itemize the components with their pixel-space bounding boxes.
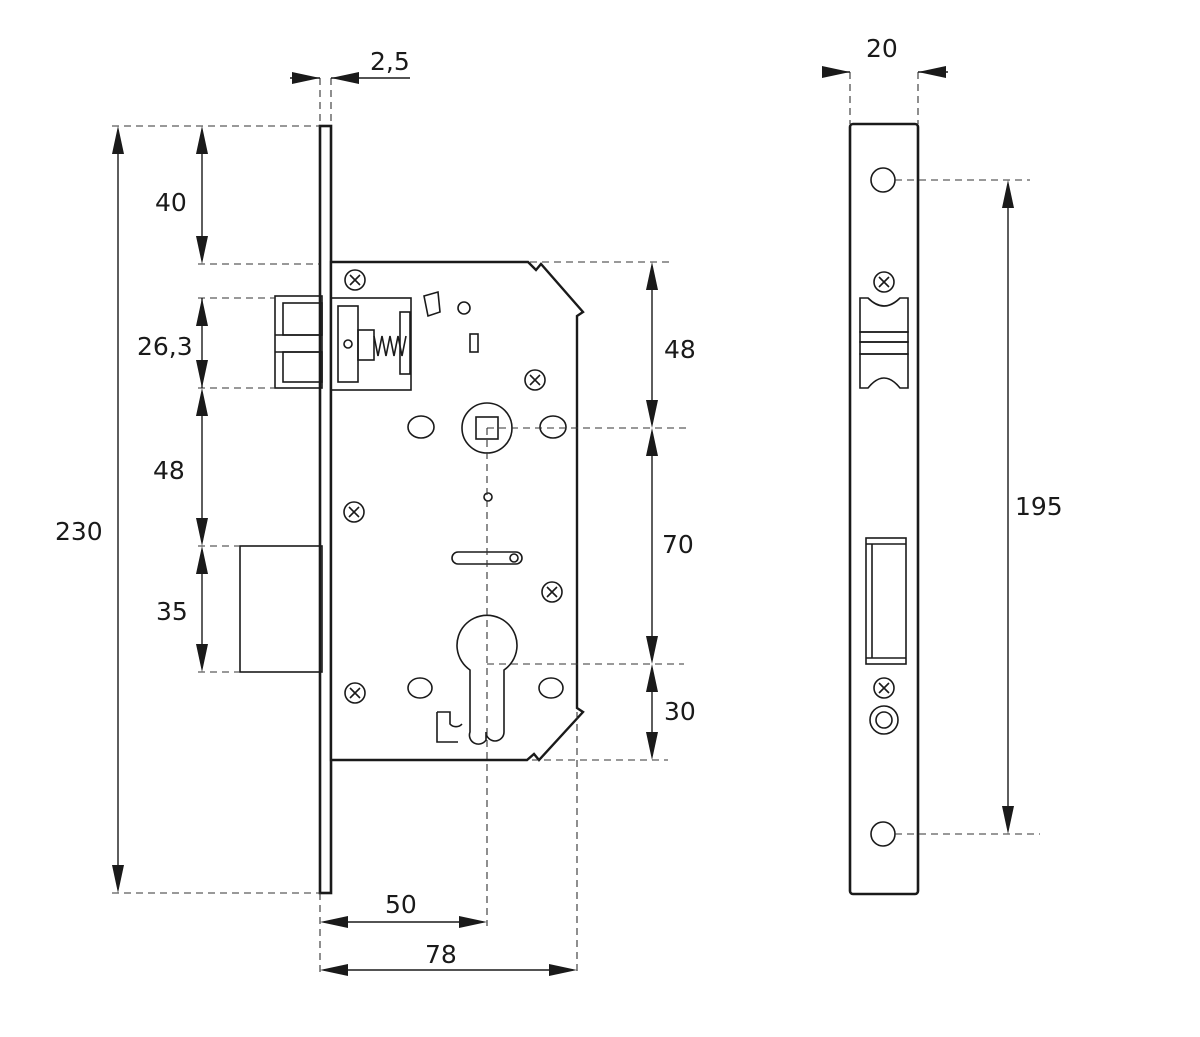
dim-case-top-to-follower: 48 — [664, 335, 696, 364]
dim-faceplate-width: 20 — [866, 34, 898, 63]
latch-bolt — [274, 295, 412, 391]
case-screw-top-left — [344, 269, 366, 291]
faceplate — [318, 124, 333, 895]
faceplate-side-view — [848, 122, 920, 896]
dim-case-depth: 78 — [425, 940, 457, 969]
deadbolt-opening — [865, 537, 907, 665]
case-screw-lower-right — [541, 581, 563, 603]
case-screw-bottom-left — [344, 682, 366, 704]
small-pin — [483, 492, 493, 502]
euro-cylinder-cutout — [456, 614, 518, 745]
dim-cylinder-to-case-bottom: 30 — [664, 697, 696, 726]
slide-slot-end — [509, 553, 519, 563]
faceplate-screw-lower — [873, 677, 895, 699]
dim-faceplate-thickness: 2,5 — [370, 47, 410, 76]
faceplate-hole-top — [870, 167, 896, 193]
dim-fixing-hole-spacing: 195 — [1015, 492, 1063, 521]
fixing-hole-upper-right — [539, 415, 567, 439]
latch-spring-clip — [423, 290, 441, 318]
dim-latch-to-deadbolt: 48 — [153, 456, 185, 485]
dim-top-to-case: 40 — [155, 188, 187, 217]
dim-follower-to-cylinder: 70 — [662, 530, 694, 559]
fixing-hole-upper-left — [407, 415, 435, 439]
latch-opening — [859, 297, 909, 389]
dim-backset: 50 — [385, 890, 417, 919]
slot-small — [469, 333, 479, 353]
pivot-pin — [457, 301, 471, 315]
faceplate-pin-bushing — [869, 705, 899, 735]
mortise-lock-front-view — [239, 124, 585, 895]
dim-total-height: 230 — [55, 517, 103, 546]
faceplate-screw-upper — [873, 271, 895, 293]
faceplate-hole-bottom — [870, 821, 896, 847]
deadbolt — [239, 545, 323, 673]
front-view-dimensions — [112, 72, 690, 976]
case-screw-middle — [343, 501, 365, 523]
dim-latch-height: 26,3 — [137, 332, 193, 361]
faceplate-front — [848, 122, 920, 896]
cam-bracket — [436, 711, 463, 743]
lock-case — [329, 260, 585, 762]
fixing-hole-lower-right — [538, 677, 564, 699]
case-screw-right — [524, 369, 546, 391]
fixing-hole-lower-left — [407, 677, 433, 699]
dim-deadbolt-height: 35 — [156, 597, 188, 626]
side-view-dimensions — [822, 66, 1040, 835]
